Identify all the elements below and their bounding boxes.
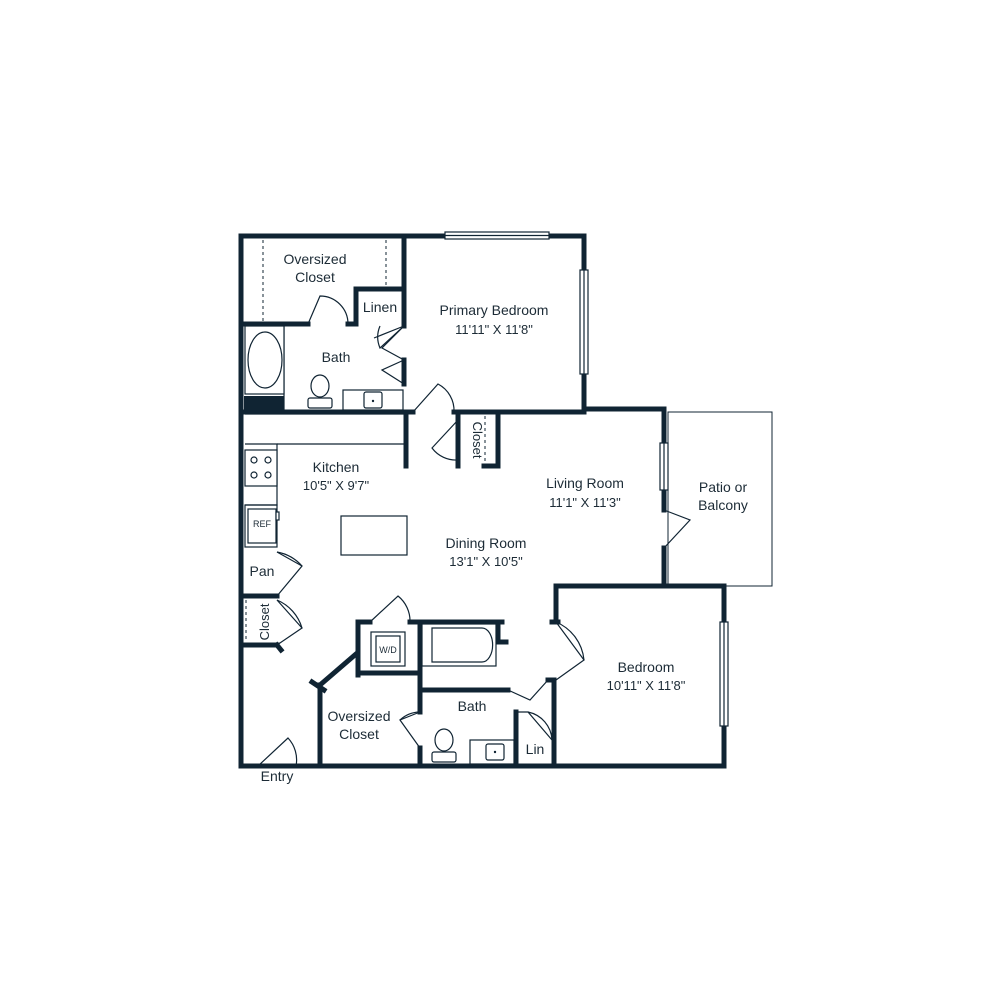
fixtures [244, 325, 515, 765]
label-bedroom-dims: 10'11" X 11'8" [607, 678, 686, 693]
label-living-room: Living Room [546, 475, 624, 491]
label-entry: Entry [261, 768, 294, 784]
label-bath-bottom: Bath [458, 698, 487, 714]
stove [244, 449, 278, 487]
label-dining-room: Dining Room [446, 535, 527, 551]
label-primary-bedroom-dims: 11'11" X 11'8" [455, 322, 533, 337]
label-bedroom: Bedroom [618, 659, 675, 675]
label-kitchen-dims: 10'5" X 9'7" [303, 478, 370, 493]
heater-block [244, 396, 284, 412]
bathtub-top [247, 331, 283, 389]
label-primary-bedroom: Primary Bedroom [440, 302, 549, 318]
toilet-bottom [434, 728, 454, 752]
label-linen: Linen [363, 299, 397, 315]
label-lin: Lin [526, 741, 545, 757]
label-closet-left: Closet [257, 603, 272, 640]
refrigerator [247, 508, 277, 544]
label-kitchen: Kitchen [313, 459, 360, 475]
label-dining-room-dims: 13'1" X 10'5" [449, 554, 523, 569]
label-pan: Pan [250, 563, 275, 579]
label-wd: W/D [379, 645, 397, 655]
label-closet-mid: Closet [470, 422, 485, 459]
kitchen-island [340, 515, 408, 556]
interior-walls [240, 235, 667, 769]
label-living-room-dims: 11'1" X 11'3" [549, 495, 621, 510]
toilet-top [310, 374, 330, 398]
label-ref: REF [253, 519, 272, 529]
label-bath-top: Bath [322, 349, 351, 365]
exterior-walls [238, 233, 727, 769]
doors [257, 295, 692, 767]
